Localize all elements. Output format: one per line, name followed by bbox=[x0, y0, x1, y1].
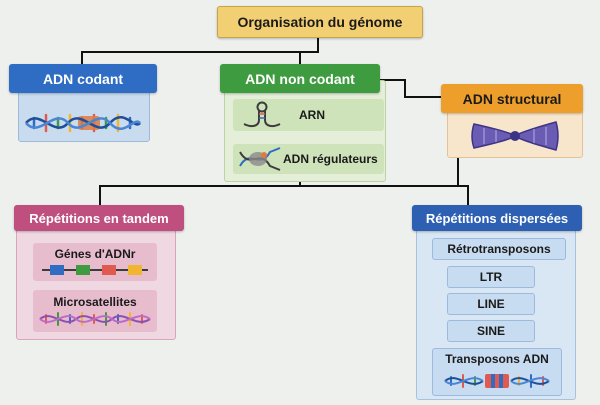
microsatellites-label: Microsatellites bbox=[53, 295, 137, 309]
coding-header: ADN codant bbox=[9, 64, 157, 93]
regulateurs-label: ADN régulateurs bbox=[283, 152, 378, 166]
retro-item-ltr: LTR bbox=[447, 266, 535, 288]
structural-label: ADN structural bbox=[462, 90, 562, 107]
dispersed-header: Répétitions dispersées bbox=[412, 205, 582, 231]
transposons-box: Transposons ADN bbox=[432, 348, 562, 396]
tandem-item-microsatellites: Microsatellites bbox=[33, 290, 157, 332]
transposons-label: Transposons ADN bbox=[445, 352, 549, 366]
ribosomal-label: Génes d'ADNr bbox=[54, 247, 136, 261]
dna-helix-icon bbox=[39, 312, 151, 326]
root-label: Organisation du génome bbox=[237, 14, 403, 30]
retro-item-sine: SINE bbox=[447, 320, 535, 342]
tandem-header: Répétitions en tandem bbox=[14, 205, 184, 231]
arn-label: ARN bbox=[299, 108, 325, 122]
retro-item-line: LINE bbox=[447, 293, 535, 315]
line-label: LINE bbox=[477, 297, 505, 311]
rna-hairpin-icon bbox=[243, 101, 281, 128]
chromosome-icon bbox=[471, 121, 559, 151]
noncoding-label: ADN non codant bbox=[245, 70, 355, 87]
dispersed-label: Répétitions dispersées bbox=[425, 210, 569, 226]
sine-label: SINE bbox=[476, 324, 505, 338]
dna-helix-icon bbox=[444, 374, 550, 388]
tandem-label: Répétitions en tandem bbox=[29, 210, 169, 226]
dna-repeat-icon bbox=[42, 265, 148, 275]
ltr-label: LTR bbox=[479, 270, 503, 284]
structural-header: ADN structural bbox=[441, 84, 583, 113]
retrotransposons-label: Rétrotransposons bbox=[447, 242, 551, 256]
retrotransposons-box: Rétrotransposons bbox=[432, 238, 566, 260]
root-node: Organisation du génome bbox=[217, 6, 423, 38]
dna-helix-icon bbox=[25, 113, 141, 133]
dna-protein-icon bbox=[239, 147, 281, 171]
coding-label: ADN codant bbox=[42, 70, 124, 87]
noncoding-header: ADN non codant bbox=[220, 64, 380, 93]
noncoding-item-regulateurs: ADN régulateurs bbox=[233, 144, 384, 174]
